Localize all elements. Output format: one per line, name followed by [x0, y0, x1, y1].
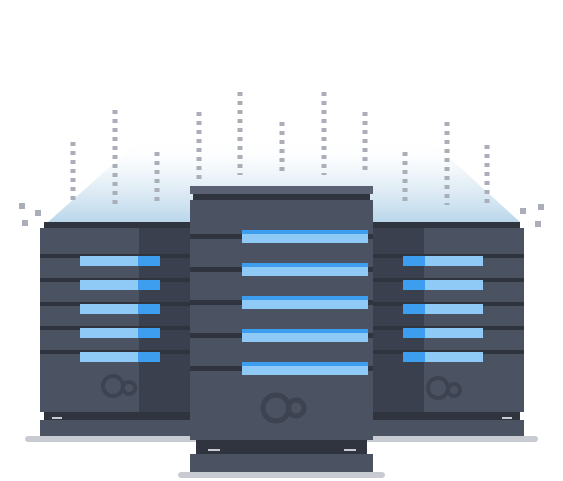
server-right-leds — [403, 256, 483, 362]
data-streams — [70, 92, 490, 205]
server-right — [364, 222, 524, 436]
floor-shadow-front — [178, 472, 385, 478]
server-left-logo-icon — [101, 374, 137, 398]
particles — [19, 203, 544, 227]
server-center — [190, 186, 373, 472]
server-center-logo-icon — [260, 392, 307, 424]
server-left — [40, 222, 200, 436]
server-left-leds — [80, 256, 160, 362]
server-center-leds — [242, 230, 368, 375]
server-right-logo-icon — [426, 376, 462, 400]
glow-cone — [48, 140, 520, 222]
